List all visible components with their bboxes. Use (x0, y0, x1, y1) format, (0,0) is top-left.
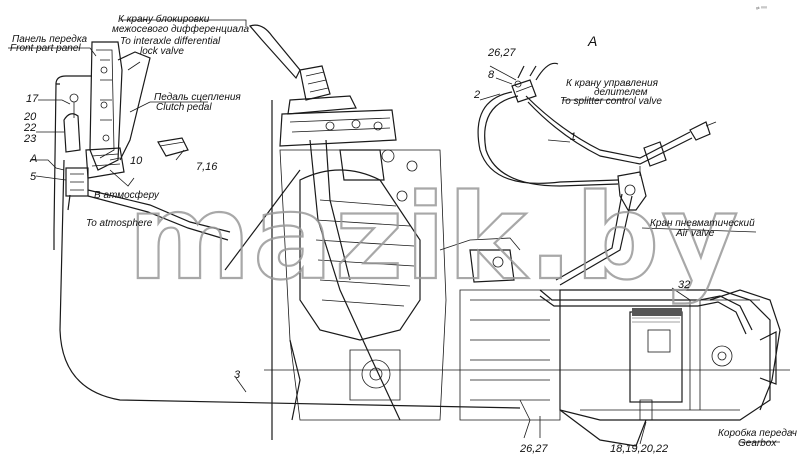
gearbox-housing (264, 193, 790, 447)
label-air-valve-en: Air valve (675, 228, 715, 239)
front-panel-assembly (53, 41, 521, 409)
label-atmosphere-ru: В атмосферу (94, 189, 160, 201)
callout-20: 20 (23, 111, 37, 123)
view-label: A (587, 33, 597, 49)
callout-8: 8 (488, 69, 495, 81)
label-interaxle-ru-2: межосевого дифференциала (112, 23, 249, 35)
label-interaxle-ru-1: К крану блокировки (118, 13, 210, 25)
callout-17: 17 (26, 93, 39, 105)
label-air-valve-ru: Кран пневматический (650, 218, 755, 229)
callout-22: 22 (23, 122, 36, 134)
label-splitter-en: To splitter control valve (560, 96, 662, 107)
corner-mark: ᵍᵏ ⁰⁰⁰ (756, 6, 767, 12)
leader-lines (8, 19, 780, 445)
label-clutch-en: Clutch pedal (156, 102, 212, 113)
callout-3: 3 (234, 369, 241, 381)
callout-7-16: 7,16 (196, 161, 218, 173)
callout-23: 23 (23, 133, 37, 145)
callout-10: 10 (130, 155, 143, 167)
label-interaxle-en-1: To interaxle differential (120, 36, 221, 47)
callout-18-19-20-22: 18,19,20,22 (610, 443, 668, 455)
callout-26-27-top: 26,27 (487, 47, 516, 59)
label-splitter-ru-2: делителем (594, 87, 648, 98)
label-atmosphere-en: To atmosphere (86, 218, 153, 229)
label-interaxle-en-2: lock valve (140, 46, 184, 57)
label-gearbox-en: Gearbox (738, 438, 777, 449)
gear-lever-assembly (248, 24, 397, 147)
callout-1: 1 (570, 131, 576, 143)
engine-block (224, 100, 561, 440)
label-splitter-ru-1: К крану управления (566, 78, 659, 89)
label-front-panel-en: Front part panel (10, 43, 81, 54)
watermark-text: mazik.by (128, 168, 740, 306)
callout-26-27-bottom: 26,27 (519, 443, 548, 455)
view-a-detail (477, 62, 717, 211)
callout-a: A (29, 153, 37, 165)
label-front-panel-ru: Панель передка (12, 34, 88, 45)
label-clutch-ru: Педаль сцепления (154, 92, 241, 103)
callout-32: 32 (678, 279, 690, 291)
callout-5: 5 (30, 171, 37, 183)
label-gearbox-ru: Коробка передач (718, 427, 797, 439)
callout-2: 2 (473, 89, 480, 101)
